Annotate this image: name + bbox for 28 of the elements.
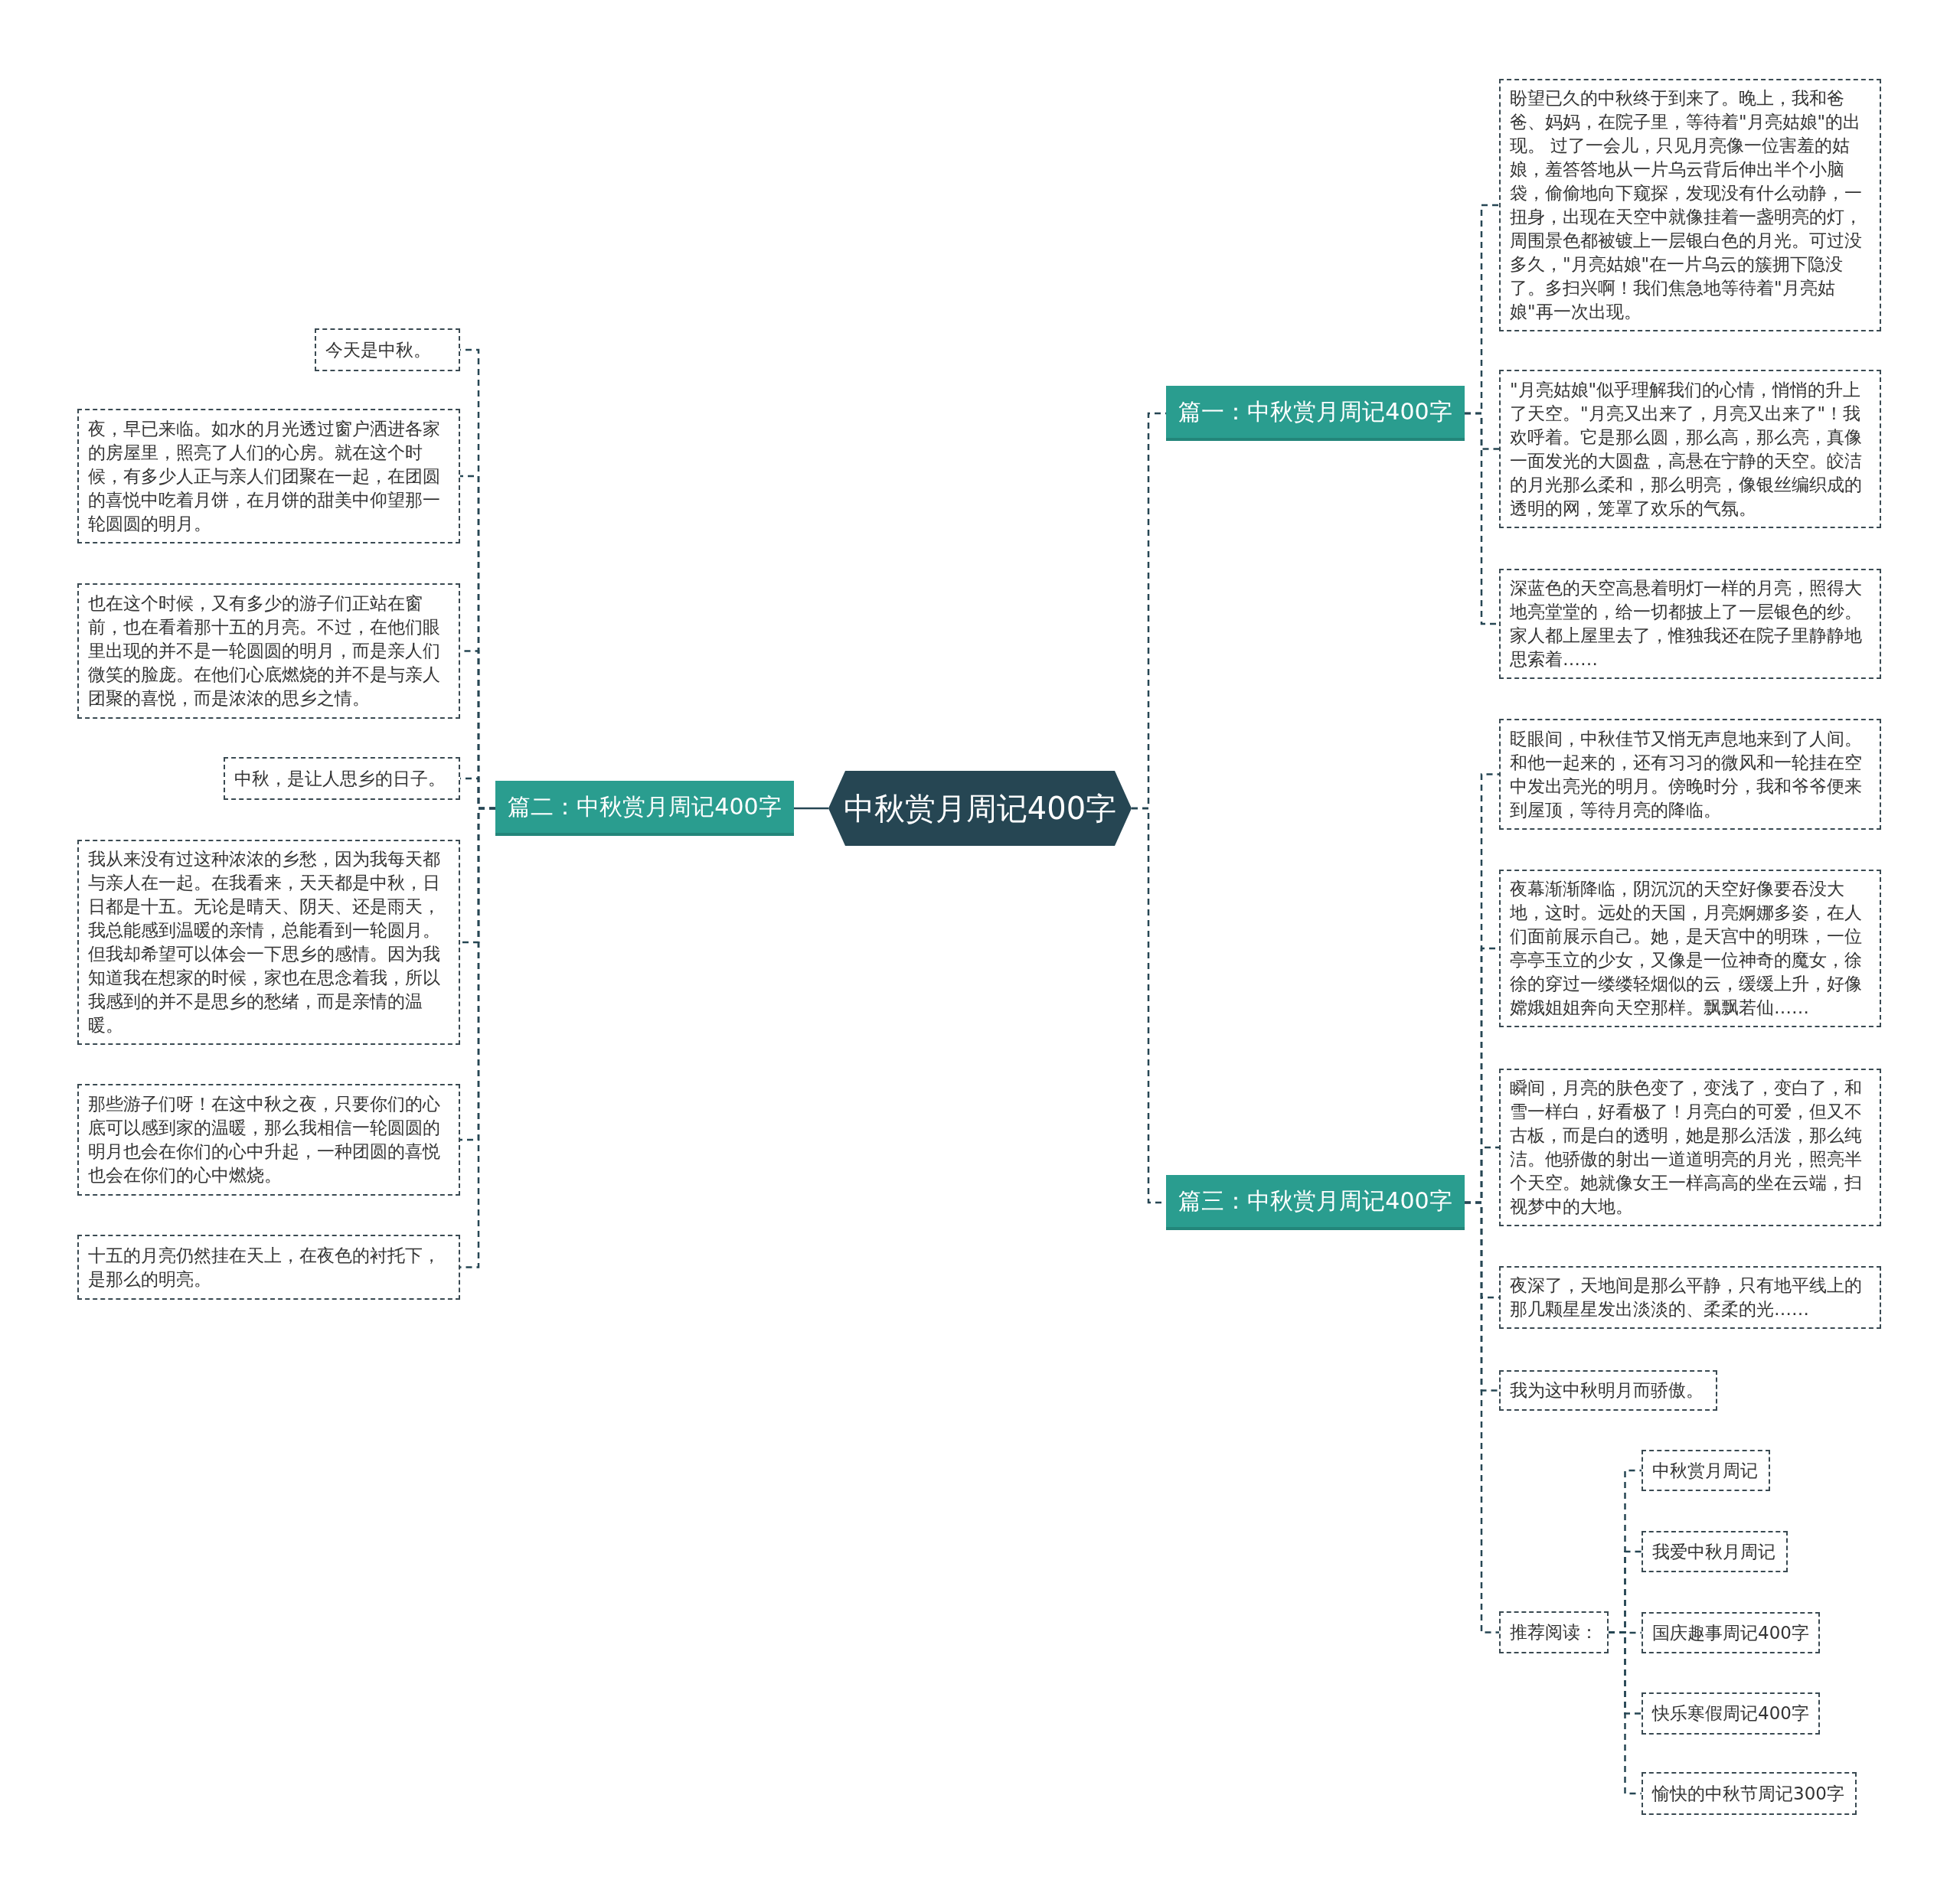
- text-box: 快乐寒假周记400字: [1642, 1692, 1820, 1735]
- text-box: 眨眼间，中秋佳节又悄无声息地来到了人间。和他一起来的，还有习习的微风和一轮挂在空中发出亮光的明月。傍晚时分，我和爷爷便来到屋顶，等待月亮的降临。: [1499, 719, 1881, 830]
- text-box: 中秋赏月周记: [1642, 1450, 1770, 1491]
- text-box: 也在这个时候，又有多少的游子们正站在窗前，也在看着那十五的月亮。不过，在他们眼里出现的并不是一轮圆圆的明月，而是亲人们微笑的脸庞。在他们心底燃烧的并不是与亲人团聚的喜悦，而是浓浓的思乡之情。: [77, 583, 460, 719]
- central-topic: 中秋赏月周记400字: [828, 771, 1132, 846]
- text-box: 推荐阅读：: [1499, 1611, 1609, 1653]
- text-box: 夜，早已来临。如水的月光透过窗户洒进各家的房屋里，照亮了人们的心房。就在这个时候，有多少人正与亲人们团聚在一起，在团圆的喜悦中吃着月饼，在月饼的甜美中仰望那一轮圆圆的明月。: [77, 409, 460, 543]
- text-box: 我从来没有过这种浓浓的乡愁，因为我每天都与亲人在一起。在我看来，天天都是中秋，日日都是十五。无论是晴天、阴天、还是雨天，我总能感到温暖的亲情，总能看到一轮圆月。但我却希望可以体会一下思乡的感情。因为我知道我在想家的时候，家也在思念着我，所以我感到的并不是思乡的愁绪，而是亲情的温暖。: [77, 840, 460, 1045]
- text-box: 那些游子们呀！在这中秋之夜，只要你们的心底可以感到家的温暖，那么我相信一轮圆圆的明月也会在你们的心中升起，一种团圆的喜悦也会在你们的心中燃烧。: [77, 1084, 460, 1196]
- text-box: 愉快的中秋节周记300字: [1642, 1772, 1857, 1815]
- text-box: 瞬间，月亮的肤色变了，变浅了，变白了，和雪一样白，好看极了！月亮白的可爱，但又不古板，而是白的透明，她是那么活泼，那么纯洁。他骄傲的射出一道道明亮的月光，照亮半个天空。她就像女王一样高高的坐在云端，扫视梦中的大地。: [1499, 1069, 1881, 1226]
- branch-topic: 篇二：中秋赏月周记400字: [495, 781, 794, 836]
- text-box: 夜深了，天地间是那么平静，只有地平线上的那几颗星星发出淡淡的、柔柔的光……: [1499, 1266, 1881, 1329]
- text-box: "月亮姑娘"似乎理解我们的心情，悄悄的升上了天空。"月亮又出来了，月亮又出来了"！我欢呼着。它是那么圆，那么高，那么亮，真像一面发光的大圆盘，高悬在宁静的天空。皎洁的月光那么柔和，那么明亮，像银丝编织成的透明的网，笼罩了欢乐的气氛。: [1499, 370, 1881, 528]
- text-box: 中秋，是让人思乡的日子。: [224, 757, 460, 800]
- text-box: 盼望已久的中秋终于到来了。晚上，我和爸爸、妈妈，在院子里，等待着"月亮姑娘"的出现。 过了一会儿，只见月亮像一位害羞的姑娘，羞答答地从一片乌云背后伸出半个小脑袋，偷偷地向下窥探，发现没有什么动静，一扭身，出现在天空中就像挂着一盏明亮的灯，周围景色都被镀上一层银白色的月光。可过没多久，"月亮姑娘"在一片乌云的簇拥下隐没了。多扫兴啊！我们焦急地等待着"月亮姑娘"再一次出现。: [1499, 79, 1881, 331]
- text-box: 国庆趣事周记400字: [1642, 1612, 1820, 1653]
- text-box: 我爱中秋月周记: [1642, 1531, 1788, 1572]
- text-box: 今天是中秋。: [315, 328, 460, 371]
- text-box: 深蓝色的天空高悬着明灯一样的月亮，照得大地亮堂堂的，给一切都披上了一层银色的纱。家人都上屋里去了，惟独我还在院子里静静地思索着……: [1499, 569, 1881, 679]
- branch-topic: 篇三：中秋赏月周记400字: [1166, 1175, 1465, 1230]
- connector-line: [1609, 1631, 1642, 1795]
- text-box: 我为这中秋明月而骄傲。: [1499, 1370, 1717, 1411]
- connector-line: [1465, 1201, 1499, 1634]
- branch-topic: 篇一：中秋赏月周记400字: [1166, 386, 1465, 441]
- text-box: 十五的月亮仍然挂在天上，在夜色的衬托下，是那么的明亮。: [77, 1235, 460, 1300]
- text-box: 夜幕渐渐降临，阴沉沉的天空好像要吞没大地，这时。远处的天国，月亮婀娜多姿，在人们面前展示自己。她，是天宫中的明珠，一位亭亭玉立的少女，又像是一位神奇的魔女，徐徐的穿过一缕缕轻烟似的云，缓缓上升，好像嫦娥姐姐奔向天空那样。飘飘若仙……: [1499, 870, 1881, 1027]
- connector-line: [794, 807, 828, 810]
